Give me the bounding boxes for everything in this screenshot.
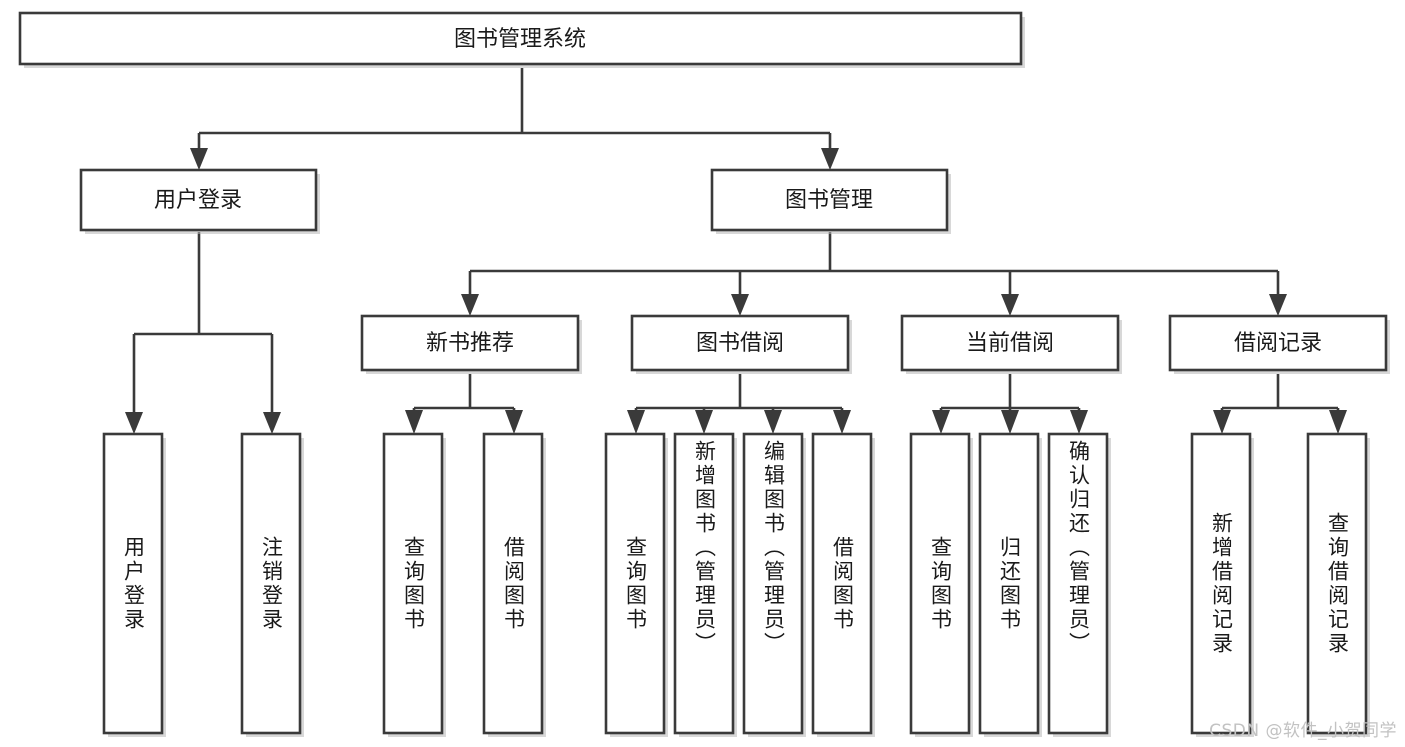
node-user-login-rect[interactable] — [79, 168, 318, 232]
arrow-head-leaf-bb-4 — [833, 410, 851, 434]
arrow-head-user-login — [190, 148, 208, 170]
node-root[interactable]: 图书管理系统 — [18, 11, 1025, 68]
csdn-watermark: CSDN @软件_小贺同学 — [1209, 721, 1397, 741]
arrow-head-leaf-bb-2 — [695, 410, 713, 434]
node-borrow-record[interactable]: 借阅记录 — [1168, 314, 1390, 374]
connector-group-book-manage-to-level3 — [461, 232, 1287, 316]
leaf-node-nb-query-book[interactable] — [382, 432, 446, 737]
arrow-head-leaf-bb-1 — [627, 410, 645, 434]
arrow-head-borrow-record — [1269, 294, 1287, 316]
arrow-head-leaf-nb-2 — [505, 410, 523, 434]
leaf-br-1-rect[interactable] — [1190, 432, 1252, 735]
leaf-bb-4-rect[interactable] — [811, 432, 873, 735]
node-current-borrow-rect[interactable] — [900, 314, 1120, 372]
node-current-borrow[interactable]: 当前借阅 — [900, 314, 1122, 374]
connector-group-borrow-record-to-leaves — [1213, 374, 1347, 434]
node-new-book-rect[interactable] — [360, 314, 580, 372]
leaf-node-logout[interactable] — [240, 432, 304, 737]
leaf-br-2-rect[interactable] — [1306, 432, 1368, 735]
leaf-node-nb-borrow-book[interactable] — [482, 432, 546, 737]
leaf-bb-2-rect[interactable] — [673, 432, 735, 735]
connector-group-root-to-level2 — [190, 68, 839, 170]
node-book-borrow-rect[interactable] — [630, 314, 850, 372]
leaf-node-cb-query-book[interactable] — [909, 432, 973, 737]
leaf-node-bb-borrow-book[interactable] — [811, 432, 875, 737]
node-user-login-label: 用户登录 — [154, 188, 242, 213]
node-book-manage[interactable]: 图书管理 — [710, 168, 951, 234]
leaf-cb-1-rect[interactable] — [909, 432, 971, 735]
connector-group-user-login-to-leaves — [125, 232, 281, 434]
leaf-node-bb-edit-book[interactable] — [742, 432, 806, 737]
node-book-manage-label: 图书管理 — [785, 188, 873, 213]
leaf-node-cb-confirm-return[interactable] — [1047, 432, 1111, 737]
arrow-head-book-manage — [821, 148, 839, 170]
leaf-cb-2-rect[interactable] — [978, 432, 1040, 735]
arrow-head-leaf-logout — [263, 412, 281, 434]
arrow-head-leaf-cb-1 — [932, 410, 950, 434]
leaf-node-bb-query-book[interactable] — [604, 432, 668, 737]
leaf-node-br-query-record[interactable] — [1306, 432, 1370, 737]
leaf-node-user-login[interactable] — [102, 432, 166, 737]
node-borrow-record-rect[interactable] — [1168, 314, 1388, 372]
arrow-head-leaf-nb-1 — [405, 410, 423, 434]
leaf-nb-2-rect[interactable] — [482, 432, 544, 735]
leaf-node-bb-add-book[interactable] — [673, 432, 737, 737]
arrow-head-book-borrow — [731, 294, 749, 316]
arrow-head-leaf-cb-3 — [1070, 410, 1088, 434]
arrow-head-leaf-cb-2 — [1001, 410, 1019, 434]
leaf-nb-1-rect[interactable] — [382, 432, 444, 735]
leaf-node-cb-return-book[interactable] — [978, 432, 1042, 737]
leaf-bb-1-rect[interactable] — [604, 432, 666, 735]
node-book-borrow[interactable]: 图书借阅 — [630, 314, 852, 374]
arrow-head-current-borrow — [1001, 294, 1019, 316]
leaf-logout-rect[interactable] — [240, 432, 302, 735]
node-current-borrow-label: 当前借阅 — [966, 331, 1054, 356]
node-root-label: 图书管理系统 — [454, 27, 586, 52]
node-book-borrow-label: 图书借阅 — [696, 331, 784, 356]
node-new-book-recommend[interactable]: 新书推荐 — [360, 314, 582, 374]
connector-group-new-book-to-leaves — [405, 374, 523, 434]
node-book-manage-rect[interactable] — [710, 168, 949, 232]
arrow-head-leaf-user-login — [125, 412, 143, 434]
arrow-head-leaf-bb-3 — [764, 410, 782, 434]
node-user-login[interactable]: 用户登录 — [79, 168, 320, 234]
leaf-bb-3-rect[interactable] — [742, 432, 804, 735]
arrow-head-leaf-br-1 — [1213, 410, 1231, 434]
arrow-head-new-book — [461, 294, 479, 316]
arrow-head-leaf-br-2 — [1329, 410, 1347, 434]
leaf-user-login-rect[interactable] — [102, 432, 164, 735]
node-new-book-label: 新书推荐 — [426, 331, 514, 356]
leaf-cb-3-rect[interactable] — [1047, 432, 1109, 735]
connector-group-book-borrow-to-leaves — [627, 374, 851, 434]
leaf-node-br-add-record[interactable] — [1190, 432, 1254, 737]
connector-group-current-borrow-to-leaves — [932, 374, 1088, 434]
node-root-rect[interactable] — [18, 11, 1023, 66]
node-borrow-record-label: 借阅记录 — [1234, 331, 1322, 356]
